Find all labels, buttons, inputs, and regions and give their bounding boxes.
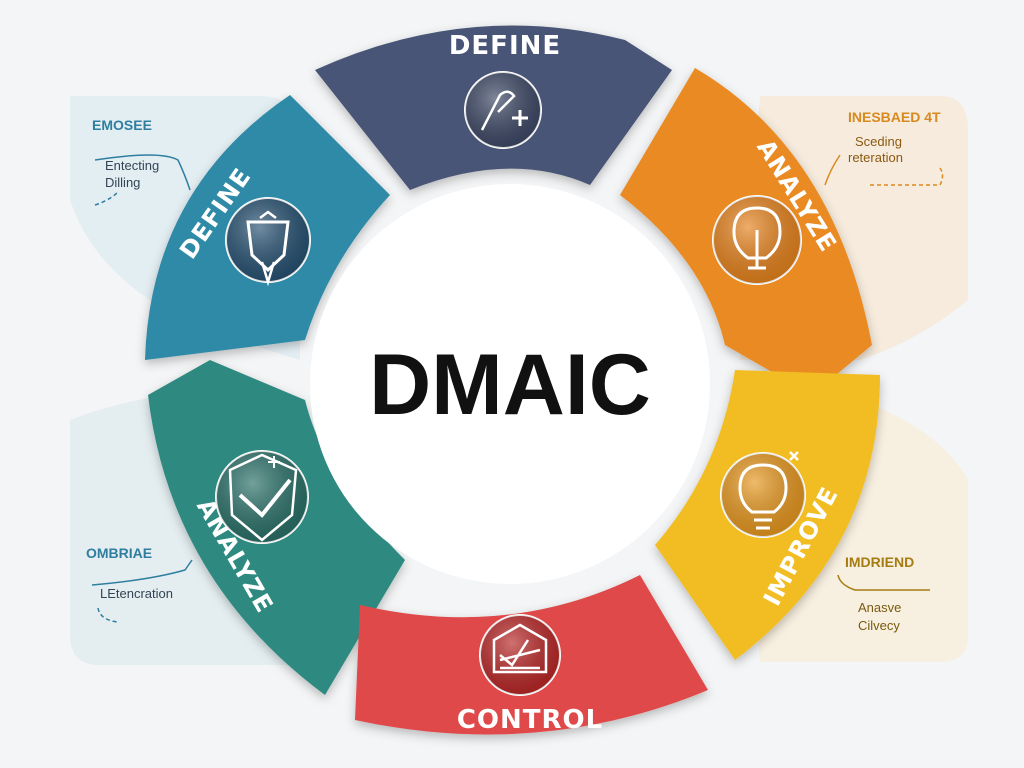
side-note-upper-right: INESBAED 4T Sceding reteration xyxy=(824,109,944,186)
center-circle xyxy=(310,184,710,584)
connector-arrow xyxy=(94,154,191,191)
side-note-line: Dilling xyxy=(105,175,140,190)
pen-tool-icon xyxy=(464,71,542,149)
side-note-line: LEtencration xyxy=(100,586,173,601)
side-note-line: Sceding xyxy=(855,134,902,149)
side-note-line: reteration xyxy=(848,150,903,165)
connector-dashes xyxy=(94,191,119,206)
side-note-title: OMBRIAE xyxy=(86,545,152,561)
center-title: DMAIC xyxy=(369,337,651,433)
connector-dashes xyxy=(870,167,944,186)
side-note-line: Cilvecy xyxy=(858,618,900,633)
shield-check-icon xyxy=(215,450,309,544)
idea-bulb-icon xyxy=(720,451,806,538)
side-note-lower-right: IMDRIEND Anasve Cilvecy xyxy=(837,554,930,633)
segment-label-control-bottom: CONTROL xyxy=(457,705,603,735)
connector-arrow xyxy=(837,574,930,591)
side-note-title: EMOSEE xyxy=(92,117,152,133)
shield-flag-icon xyxy=(225,197,311,287)
side-note-title: INESBAED 4T xyxy=(848,109,941,125)
control-chart-icon xyxy=(479,614,561,696)
side-note-lower-left: OMBRIAE LEtencration xyxy=(86,545,193,623)
connector-dashes xyxy=(97,607,119,623)
side-note-title: IMDRIEND xyxy=(845,554,914,570)
segment-label-define-top: DEFINE xyxy=(449,31,561,61)
side-note-line: Anasve xyxy=(858,600,901,615)
connector-arrow xyxy=(824,154,841,186)
connector-arrow xyxy=(91,559,193,586)
side-note-line: Entecting xyxy=(105,158,159,173)
lightbulb-icon xyxy=(712,195,802,285)
side-note-upper-left: EMOSEE Entecting Dilling xyxy=(92,117,191,206)
